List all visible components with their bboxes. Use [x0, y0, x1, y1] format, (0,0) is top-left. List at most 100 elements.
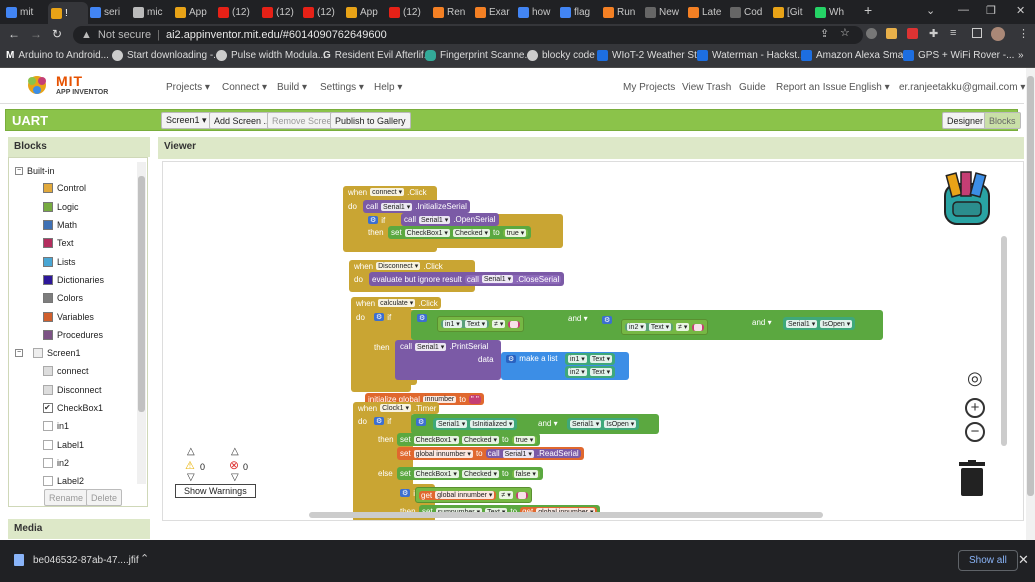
component-dropdown[interactable]: Serial1 ▾ — [436, 420, 468, 428]
gear-icon[interactable]: ⚙ — [414, 312, 431, 323]
gear-icon[interactable]: ⚙ — [400, 489, 411, 497]
var-dropdown[interactable]: global innumber ▾ — [435, 491, 495, 499]
browser-tab[interactable]: how — [518, 3, 558, 21]
component-dropdown[interactable]: Serial1 ▾ — [381, 202, 413, 211]
guide-link[interactable]: Guide — [739, 82, 766, 93]
share-icon[interactable]: ⇪ — [820, 28, 830, 40]
remove-screen-button[interactable]: Remove Screen — [267, 112, 342, 129]
recenter-icon[interactable]: ◎ — [967, 368, 983, 388]
drawer-control[interactable]: Control — [43, 183, 86, 193]
gear-icon[interactable]: ⚙ — [413, 416, 430, 427]
account-menu[interactable]: er.ranjeetakku@gmail.com ▾ — [899, 82, 1026, 93]
browser-tab[interactable]: Wh — [815, 3, 855, 21]
compare-block[interactable]: in1 ▾Text ▾≠ ▾ — [437, 316, 525, 332]
tab-search-icon[interactable]: ⌄ — [926, 5, 936, 17]
my-projects-link[interactable]: My Projects — [623, 82, 676, 93]
property-dropdown[interactable]: IsInitialized ▾ — [470, 420, 515, 428]
tree-scroll-thumb[interactable] — [138, 176, 145, 412]
sidepanel-icon[interactable] — [972, 28, 982, 38]
drawer-text[interactable]: Text — [43, 238, 74, 248]
publish-gallery-button[interactable]: Publish to Gallery — [330, 112, 411, 129]
compare-dropdown[interactable]: ≠ ▾ — [492, 320, 506, 328]
menu-dots-icon[interactable]: ⋮ — [1018, 28, 1029, 40]
screen-select[interactable]: Screen1 ▾ — [161, 112, 212, 129]
error-prev-icon[interactable]: △ — [231, 446, 239, 457]
and-dropdown[interactable]: and ▾ — [752, 318, 772, 327]
getter-block[interactable]: in1 ▾Text ▾ — [565, 353, 616, 365]
browser-tab[interactable]: (12) — [262, 3, 302, 21]
browser-tab[interactable]: ! — [48, 2, 88, 24]
browser-tab[interactable]: (12) — [303, 3, 343, 21]
media-icon[interactable]: ≡ — [950, 27, 957, 39]
close-window-icon[interactable]: ✕ — [1016, 5, 1026, 17]
browser-tab[interactable]: (12) — [218, 3, 258, 21]
maximize-icon[interactable]: ❐ — [986, 5, 996, 17]
app-inventor-logo-icon[interactable] — [24, 72, 50, 98]
warning-next-icon[interactable]: ▽ — [187, 472, 195, 483]
browser-tab[interactable]: New — [645, 3, 685, 21]
var-dropdown[interactable]: global innumber ▾ — [413, 449, 473, 458]
component-in2[interactable]: in2 — [43, 458, 69, 468]
text-literal[interactable] — [508, 320, 521, 328]
backpack-icon[interactable] — [935, 170, 997, 226]
report-issue-link[interactable]: Report an Issue — [776, 82, 847, 93]
bookmark-item[interactable]: Pulse width Modula... — [216, 50, 326, 61]
browser-tab[interactable]: [Git — [773, 3, 813, 21]
text-literal[interactable]: " " — [468, 394, 481, 404]
delete-button[interactable]: Delete — [86, 489, 123, 506]
property-dropdown[interactable]: Text ▾ — [589, 368, 613, 376]
menu-connect[interactable]: Connect ▾ — [222, 82, 268, 93]
drawer-colors[interactable]: Colors — [43, 293, 83, 303]
browser-tab[interactable]: mic — [133, 3, 173, 21]
extension-icon[interactable] — [866, 28, 877, 39]
property-dropdown[interactable]: IsOpen ▾ — [820, 319, 853, 328]
component-dropdown[interactable]: Clock1 ▾ — [380, 404, 411, 412]
error-next-icon[interactable]: ▽ — [231, 472, 239, 483]
component-dropdown[interactable]: CheckBox1 ▾ — [413, 435, 459, 444]
browser-tab[interactable]: (12) — [389, 3, 429, 21]
browser-tab[interactable]: Late — [688, 3, 728, 21]
zoom-out-icon[interactable]: − — [965, 422, 985, 442]
page-scrollbar[interactable] — [1026, 68, 1035, 540]
drawer-variables[interactable]: Variables — [43, 312, 94, 322]
vertical-scrollbar[interactable] — [1001, 236, 1007, 446]
drawer-dictionaries[interactable]: Dictionaries — [43, 275, 104, 285]
bookmark-item[interactable]: blocky code — [527, 50, 595, 61]
drawer-procedures[interactable]: Procedures — [43, 330, 103, 340]
show-all-button[interactable]: Show all — [958, 550, 1018, 571]
getter-block[interactable]: in2 ▾Text ▾ — [565, 366, 616, 378]
browser-tab[interactable]: mit — [6, 3, 46, 21]
browser-tab[interactable]: flag — [560, 3, 600, 21]
and-operator[interactable]: and ▾ — [535, 418, 561, 429]
property-dropdown[interactable]: Text ▾ — [464, 320, 488, 328]
back-icon[interactable]: ← — [8, 27, 20, 41]
browser-tab[interactable]: App — [346, 3, 386, 21]
browser-tab[interactable]: Cod — [730, 3, 770, 21]
drawer-lists[interactable]: Lists — [43, 257, 76, 267]
and-operator[interactable]: and ▾ — [565, 313, 591, 324]
menu-help[interactable]: Help ▾ — [374, 82, 403, 93]
extension-icon[interactable] — [886, 28, 897, 39]
zoom-in-icon[interactable]: + — [965, 398, 985, 418]
getter-block[interactable]: Serial1 ▾IsOpen ▾ — [783, 317, 856, 330]
gear-icon[interactable]: ⚙ — [374, 417, 385, 425]
component-dropdown[interactable]: connect ▾ — [370, 188, 405, 196]
browser-tab[interactable]: Exar — [475, 3, 515, 21]
view-trash-link[interactable]: View Trash — [682, 82, 732, 93]
true-dropdown[interactable]: true ▾ — [504, 228, 527, 237]
component-label1[interactable]: Label1 — [43, 440, 84, 450]
getter-block[interactable]: Serial1 ▾IsInitialized ▾ — [433, 418, 518, 430]
component-in1[interactable]: in1 — [43, 421, 69, 431]
property-dropdown[interactable]: Checked ▾ — [461, 435, 500, 444]
component-label2[interactable]: Label2 — [43, 476, 84, 486]
text-literal[interactable] — [515, 491, 528, 499]
bookmark-item[interactable]: GPS + WiFi Rover -... — [903, 50, 1014, 61]
gear-icon[interactable]: ⚙ — [599, 314, 616, 325]
